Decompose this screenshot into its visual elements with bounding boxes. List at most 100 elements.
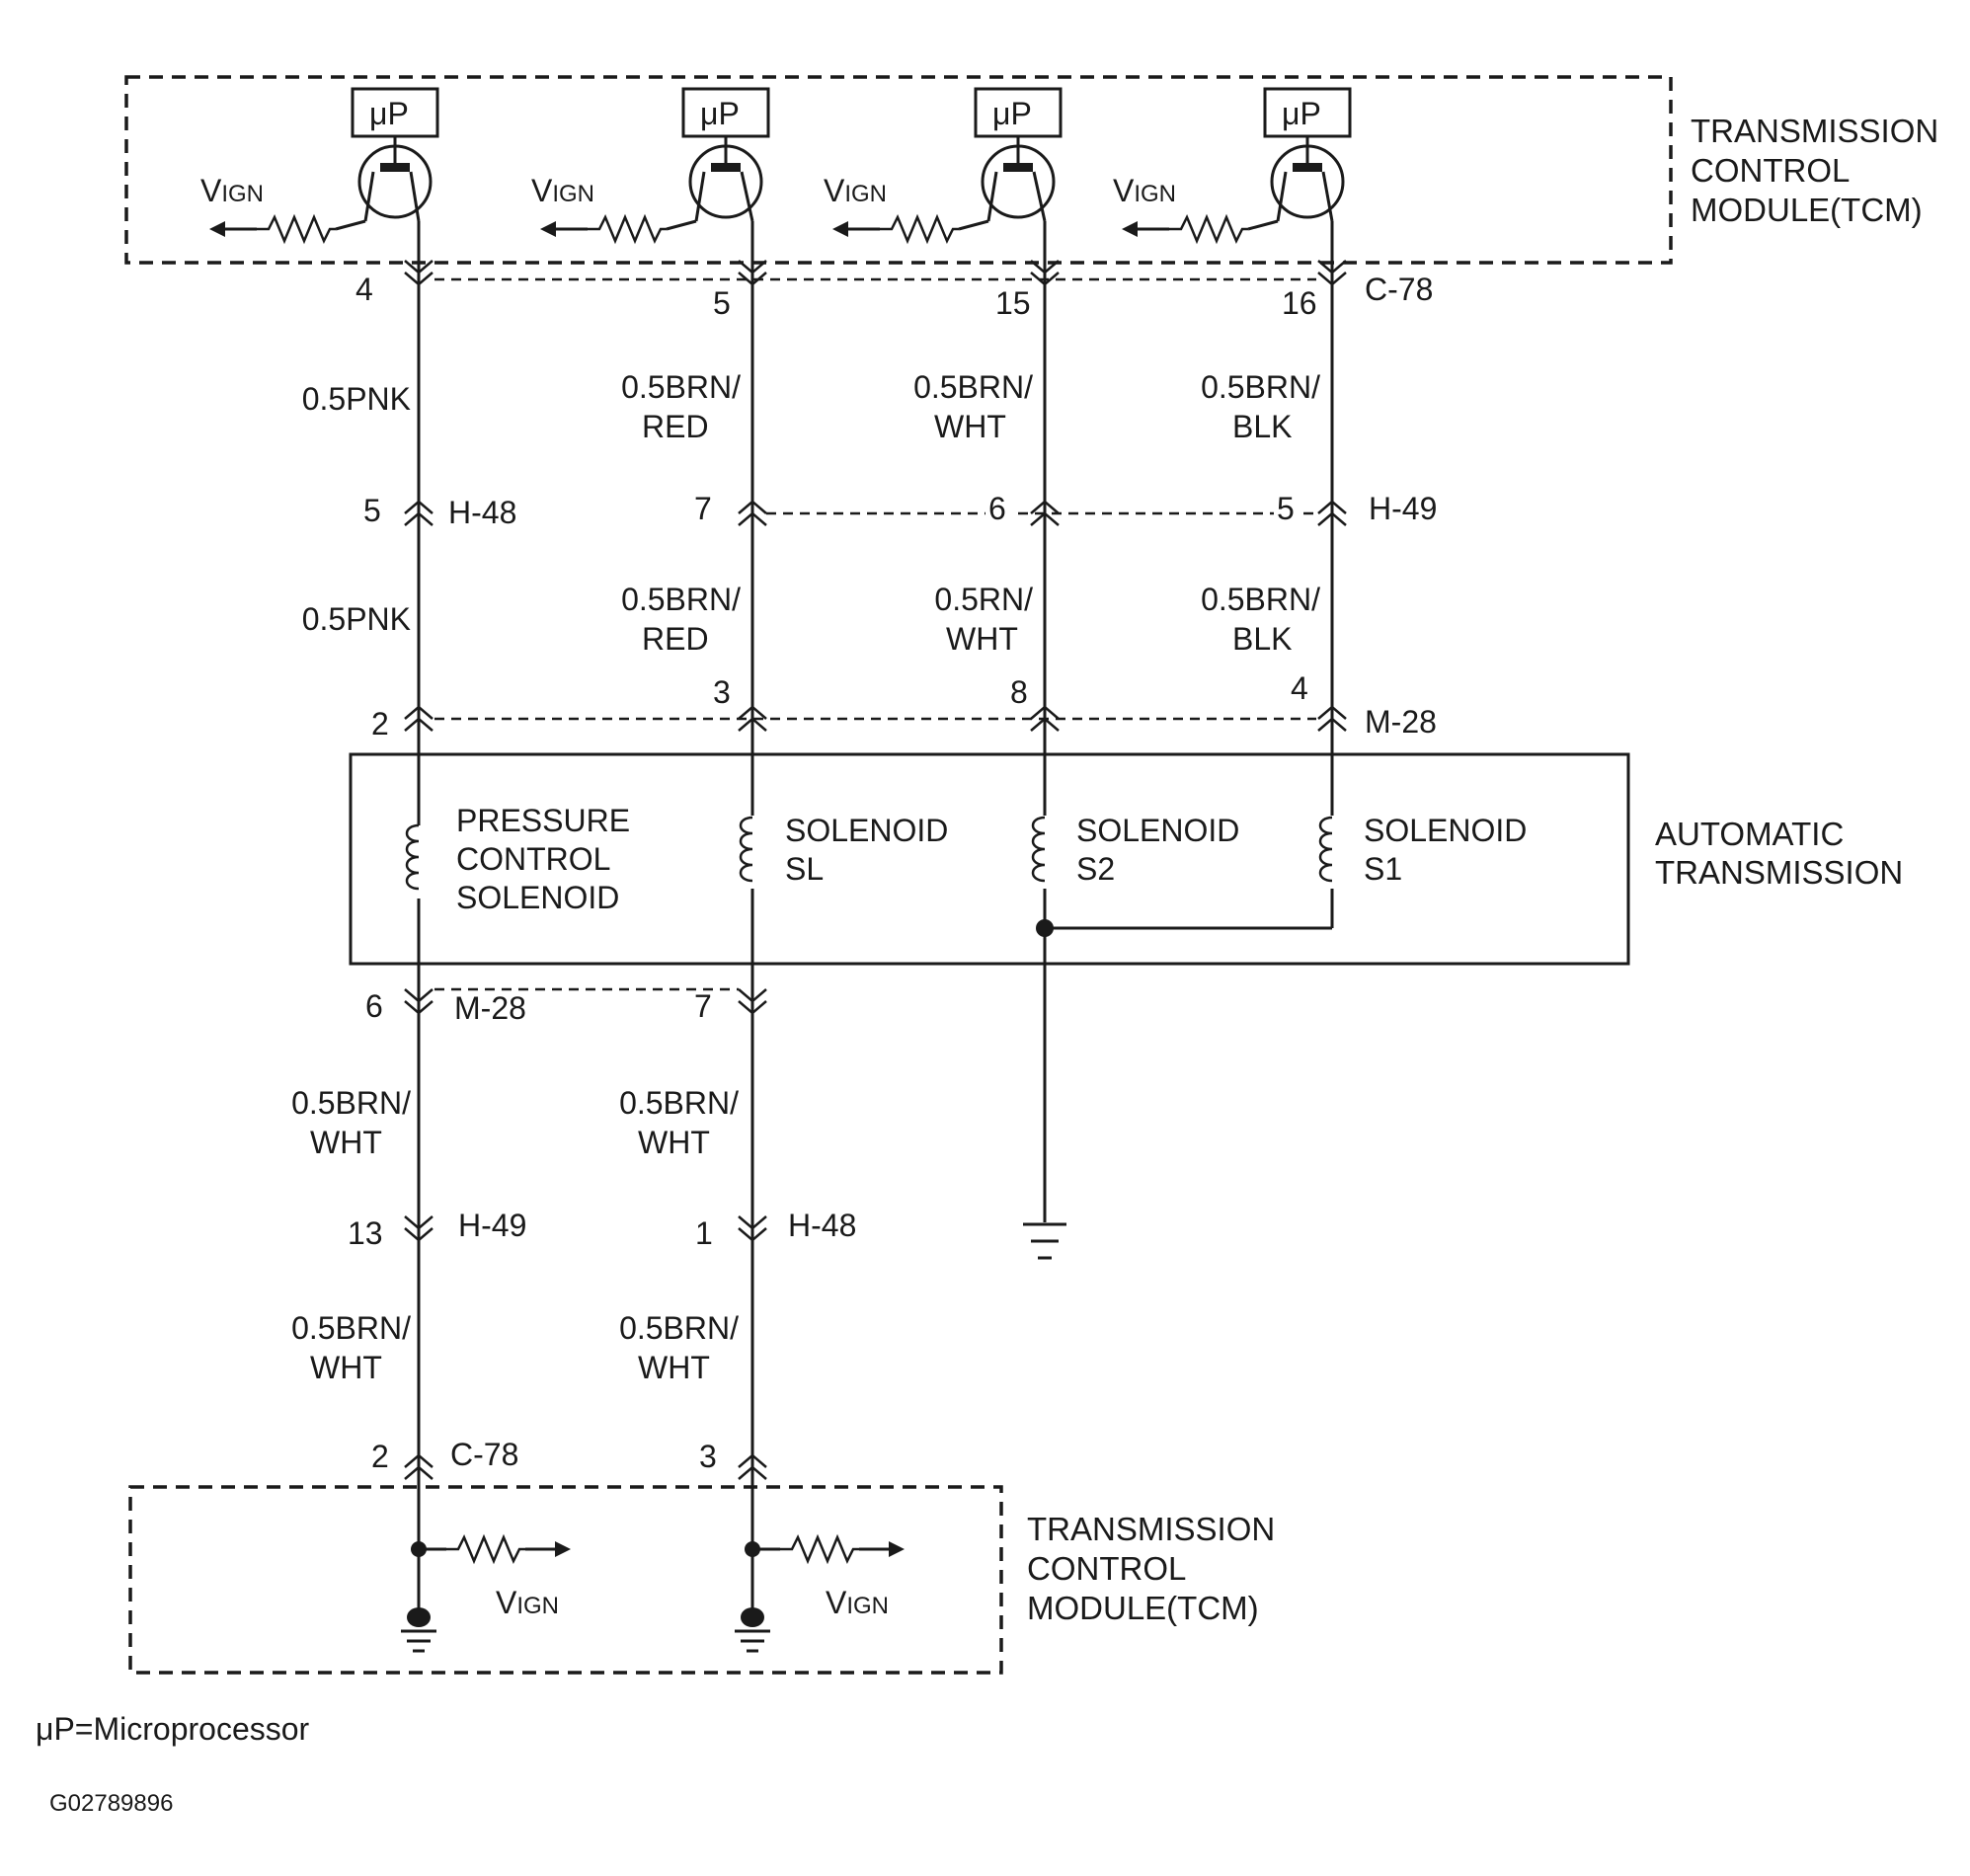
h48-bottom-name: H-48 [788, 1208, 856, 1243]
vign-label-1: VIGN [200, 173, 264, 208]
wire-lower-b-2-line-2: WHT [638, 1350, 710, 1385]
tcm-driver-3: μP VIGN [824, 87, 1063, 247]
solenoid-s2-line-1: SOLENOID [1076, 813, 1239, 848]
resistor-icon-3 [878, 215, 961, 243]
coil-icon-s1 [1318, 816, 1342, 889]
wire-middle-2-line-2: RED [642, 621, 709, 657]
resistor-icon-4 [1167, 215, 1250, 243]
coil-icon-sl [739, 816, 762, 889]
transistor-icon-3 [981, 144, 1056, 219]
solenoid-s1-line-2: S1 [1364, 851, 1402, 887]
ground-icon-1 [1023, 1222, 1066, 1260]
m28-top-pin-1: 2 [371, 706, 389, 742]
connector-c78-bottom-chevrons [404, 1453, 767, 1480]
wire-upper-2-line-2: RED [642, 409, 709, 444]
wire-upper-4-line-2: BLK [1232, 409, 1292, 444]
resistor-icon-1 [255, 215, 338, 243]
connector-m28-top-chevrons [404, 705, 1347, 732]
automatic-transmission-box [349, 752, 1630, 966]
c78-top-pin-4: 16 [1282, 285, 1317, 321]
wire-lower-b-1-line-1: 0.5BRN/ [291, 1310, 411, 1346]
h49-top-pin-2: 6 [988, 491, 1006, 526]
c78-bottom-name: C-78 [450, 1437, 518, 1472]
m28-bottom-pin-1: 6 [365, 988, 383, 1024]
solenoid-pressure-control-line-1: PRESSURE [456, 803, 630, 838]
wire-upper-1-line-1: 0.5PNK [302, 381, 411, 417]
coil-icon-pressure-control [405, 823, 429, 899]
ground-icon-2 [401, 1629, 436, 1653]
tcm-top-box [124, 75, 1673, 265]
vign-label-4: VIGN [1113, 173, 1176, 208]
vign-label-2: VIGN [531, 173, 594, 208]
wire-middle-3-line-2: WHT [946, 621, 1018, 657]
tcm-bottom-label-line-3: MODULE(TCM) [1027, 1590, 1259, 1626]
tcm-driver-1: μP VIGN [200, 87, 439, 247]
h49-bottom-pin: 13 [348, 1215, 383, 1251]
solenoid-s1-line-1: SOLENOID [1364, 813, 1527, 848]
wire-middle-2-line-1: 0.5BRN/ [621, 582, 741, 617]
tcm-top-label: TRANSMISSION CONTROL MODULE(TCM) [1691, 113, 1938, 228]
solenoid-s2-line-2: S2 [1076, 851, 1115, 887]
transistor-icon-1 [357, 144, 433, 219]
legend-microprocessor: μP=Microprocessor [36, 1711, 310, 1747]
tcm-top-label-line-1: TRANSMISSION [1691, 113, 1938, 149]
wire-lower-a-2-line-2: WHT [638, 1125, 710, 1160]
wire-middle-3-line-1: 0.5RN/ [934, 582, 1033, 617]
tcm-bottom-box [128, 1485, 1003, 1675]
tcm-bottom-label-line-2: CONTROL [1027, 1550, 1186, 1587]
tcm-driver-4: μP VIGN [1113, 87, 1352, 247]
tcm-driver-2: μP VIGN [531, 87, 770, 247]
c78-top-pin-1: 4 [355, 272, 373, 307]
m28-top-pin-4: 4 [1291, 670, 1308, 706]
wire-middle-4-line-1: 0.5BRN/ [1201, 582, 1320, 617]
wire-upper-4-line-1: 0.5BRN/ [1201, 369, 1320, 405]
connector-h48-bottom-chevrons [738, 1215, 767, 1242]
c78-bottom-pin-1: 2 [371, 1439, 389, 1474]
h49-top-pin-3: 5 [1277, 491, 1295, 526]
wire-upper-2-line-1: 0.5BRN/ [621, 369, 741, 405]
microprocessor-label-1: μP [369, 96, 409, 131]
tcm-top-label-line-3: MODULE(TCM) [1691, 192, 1923, 228]
connector-m28-bottom-chevrons [404, 988, 767, 1015]
tcm-input-1: VIGN [401, 1501, 571, 1653]
coil-icon-s2 [1031, 816, 1055, 889]
resistor-icon-2 [586, 215, 669, 243]
connector-c78-top-chevrons [404, 260, 1347, 286]
tcm-input-2: VIGN [735, 1501, 905, 1653]
c78-bottom-pin-2: 3 [699, 1439, 717, 1474]
transistor-icon-4 [1270, 144, 1345, 219]
h49-top-pin-1: 7 [694, 491, 712, 526]
automatic-transmission-label-line-1: AUTOMATIC [1655, 816, 1844, 852]
wire-upper-3-line-2: WHT [934, 409, 1006, 444]
resistor-icon-6 [778, 1535, 861, 1563]
m28-top-name: M-28 [1365, 704, 1437, 740]
wire-lower-a-1-line-1: 0.5BRN/ [291, 1085, 411, 1121]
ground-icon-3 [735, 1629, 770, 1653]
wire-lower-b-1-line-2: WHT [310, 1350, 382, 1385]
vign-label-3: VIGN [824, 173, 887, 208]
h48-bottom-pin: 1 [695, 1215, 713, 1251]
vign-label-5: VIGN [496, 1585, 559, 1620]
m28-top-pin-3: 8 [1010, 674, 1028, 710]
microprocessor-label-4: μP [1282, 96, 1321, 131]
solenoid-sl-line-2: SL [785, 851, 824, 887]
wire-middle-4-line-2: BLK [1232, 621, 1292, 657]
tcm-bottom-label-line-1: TRANSMISSION [1027, 1511, 1275, 1547]
solenoid-pressure-control-line-3: SOLENOID [456, 880, 619, 915]
microprocessor-label-2: μP [700, 96, 740, 131]
h48-top-name: H-48 [448, 495, 516, 530]
connector-h48-top-chevrons [404, 500, 433, 526]
h49-bottom-name: H-49 [458, 1208, 526, 1243]
resistor-icon-5 [444, 1535, 527, 1563]
h49-top-name: H-49 [1369, 491, 1437, 526]
wire-lower-b-2-line-1: 0.5BRN/ [619, 1310, 739, 1346]
vign-label-6: VIGN [826, 1585, 889, 1620]
tcm-top-label-line-2: CONTROL [1691, 152, 1850, 189]
figure-id: G02789896 [49, 1790, 173, 1817]
m28-bottom-name: M-28 [454, 990, 526, 1026]
c78-top-pin-2: 5 [713, 285, 731, 321]
m28-bottom-pin-2: 7 [694, 988, 712, 1024]
connector-h49-bottom-chevrons [404, 1215, 433, 1242]
solenoid-pressure-control-line-2: CONTROL [456, 841, 610, 877]
